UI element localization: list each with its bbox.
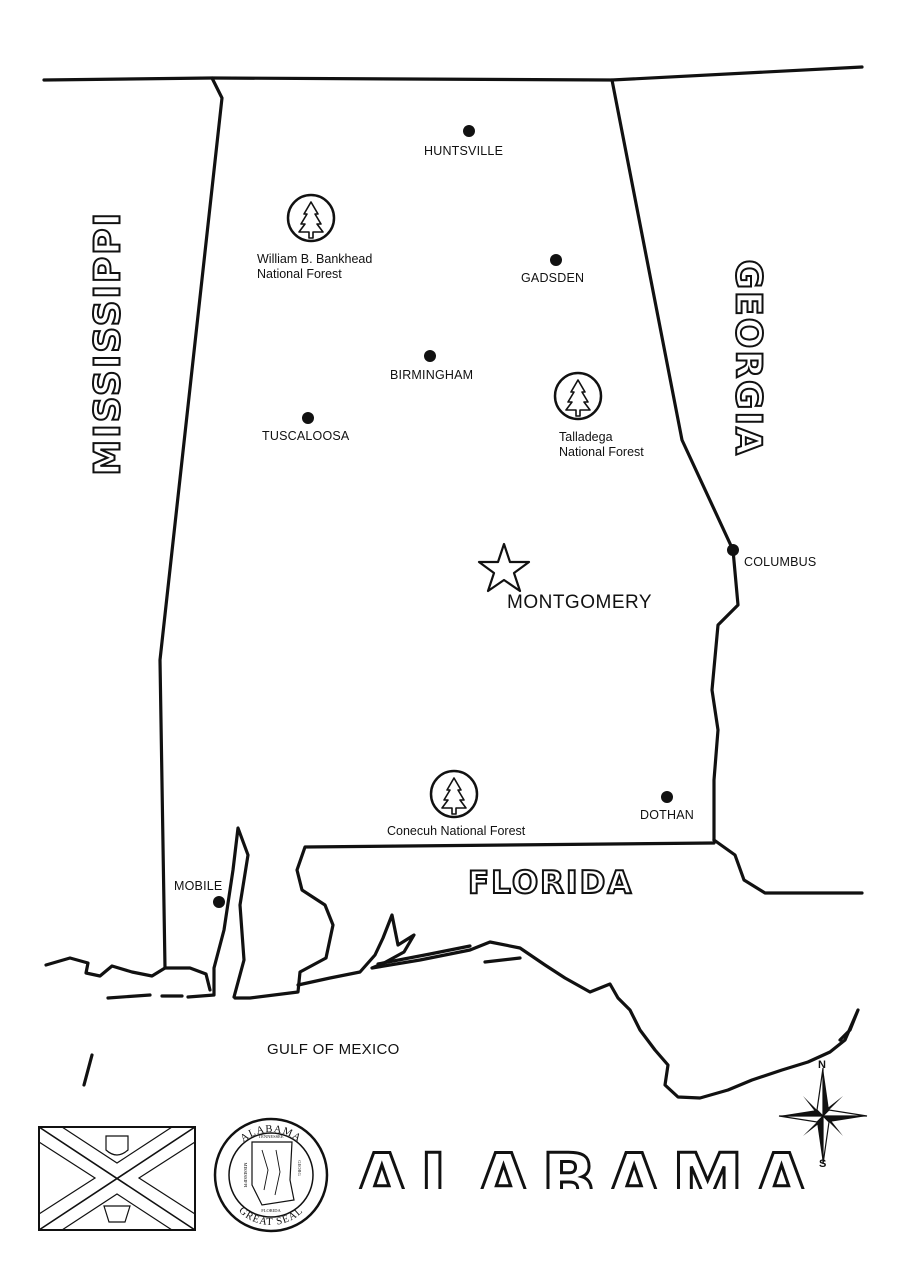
page-title: ALABAMA [354, 1137, 820, 1189]
mississippi-border [158, 76, 224, 970]
gulf-label: GULF OF MEXICO [267, 1041, 400, 1058]
city-dots [213, 125, 739, 908]
city-label-huntsville: HUNTSVILLE [424, 144, 504, 158]
city-dot-icon [727, 544, 739, 556]
city-label-gadsden: GADSDEN [521, 271, 585, 285]
northern-border [42, 65, 864, 82]
compass-north-label: N [818, 1059, 826, 1071]
seal-east-text: GEORG [297, 1160, 302, 1176]
great-seal-icon: ALABAMA GREAT SEAL TENNESSEE FLORIDA MIS… [213, 1117, 329, 1233]
seal-west-text: MISSISSIPPI [243, 1162, 248, 1188]
georgia-label: GEORGIA [727, 259, 770, 458]
forest-label-conecuh: Conecuh National Forest [387, 824, 526, 838]
city-label-tuscaloosa: TUSCALOOSA [262, 429, 350, 443]
city-label-columbus: COLUMBUS [744, 555, 817, 569]
state-flag-icon [38, 1126, 196, 1231]
coastline-west [44, 956, 212, 992]
compass-south-label: S [819, 1158, 827, 1170]
forest-icon [286, 193, 336, 243]
coastline-east [296, 913, 860, 1100]
city-label-mobile: MOBILE [174, 879, 223, 893]
barrier-island-1 [106, 993, 152, 1000]
georgia-florida-border [712, 838, 864, 895]
florida-border [233, 841, 716, 1000]
forest-icon [553, 371, 603, 421]
capital-label: MONTGOMERY [507, 592, 653, 613]
seal-south-text: FLORIDA [261, 1208, 281, 1213]
barrier-island-4 [483, 956, 522, 964]
barrier-island-3 [376, 944, 472, 966]
shoal [82, 1053, 94, 1087]
compass-rose-icon [778, 1067, 868, 1165]
capital-star-icon [477, 542, 531, 593]
city-label-dothan: DOTHAN [640, 808, 694, 822]
forest-icon [429, 769, 479, 819]
georgia-border [610, 78, 740, 842]
forest-label-bankhead: William B. Bankhead National Forest [257, 252, 373, 281]
florida-label: FLORIDA [467, 864, 634, 902]
city-dot-icon [550, 254, 562, 266]
city-dot-icon [661, 791, 673, 803]
city-dot-icon [424, 350, 436, 362]
mobile-bay [186, 826, 250, 999]
city-label-birmingham: BIRMINGHAM [390, 368, 474, 382]
seal-north-text: TENNESSEE [258, 1134, 284, 1139]
city-dot-icon [463, 125, 475, 137]
mississippi-label: MISSISSIPPI [86, 210, 129, 477]
city-dot-icon [213, 896, 225, 908]
forest-label-talladega: Talladega National Forest [559, 430, 644, 459]
city-dot-icon [302, 412, 314, 424]
